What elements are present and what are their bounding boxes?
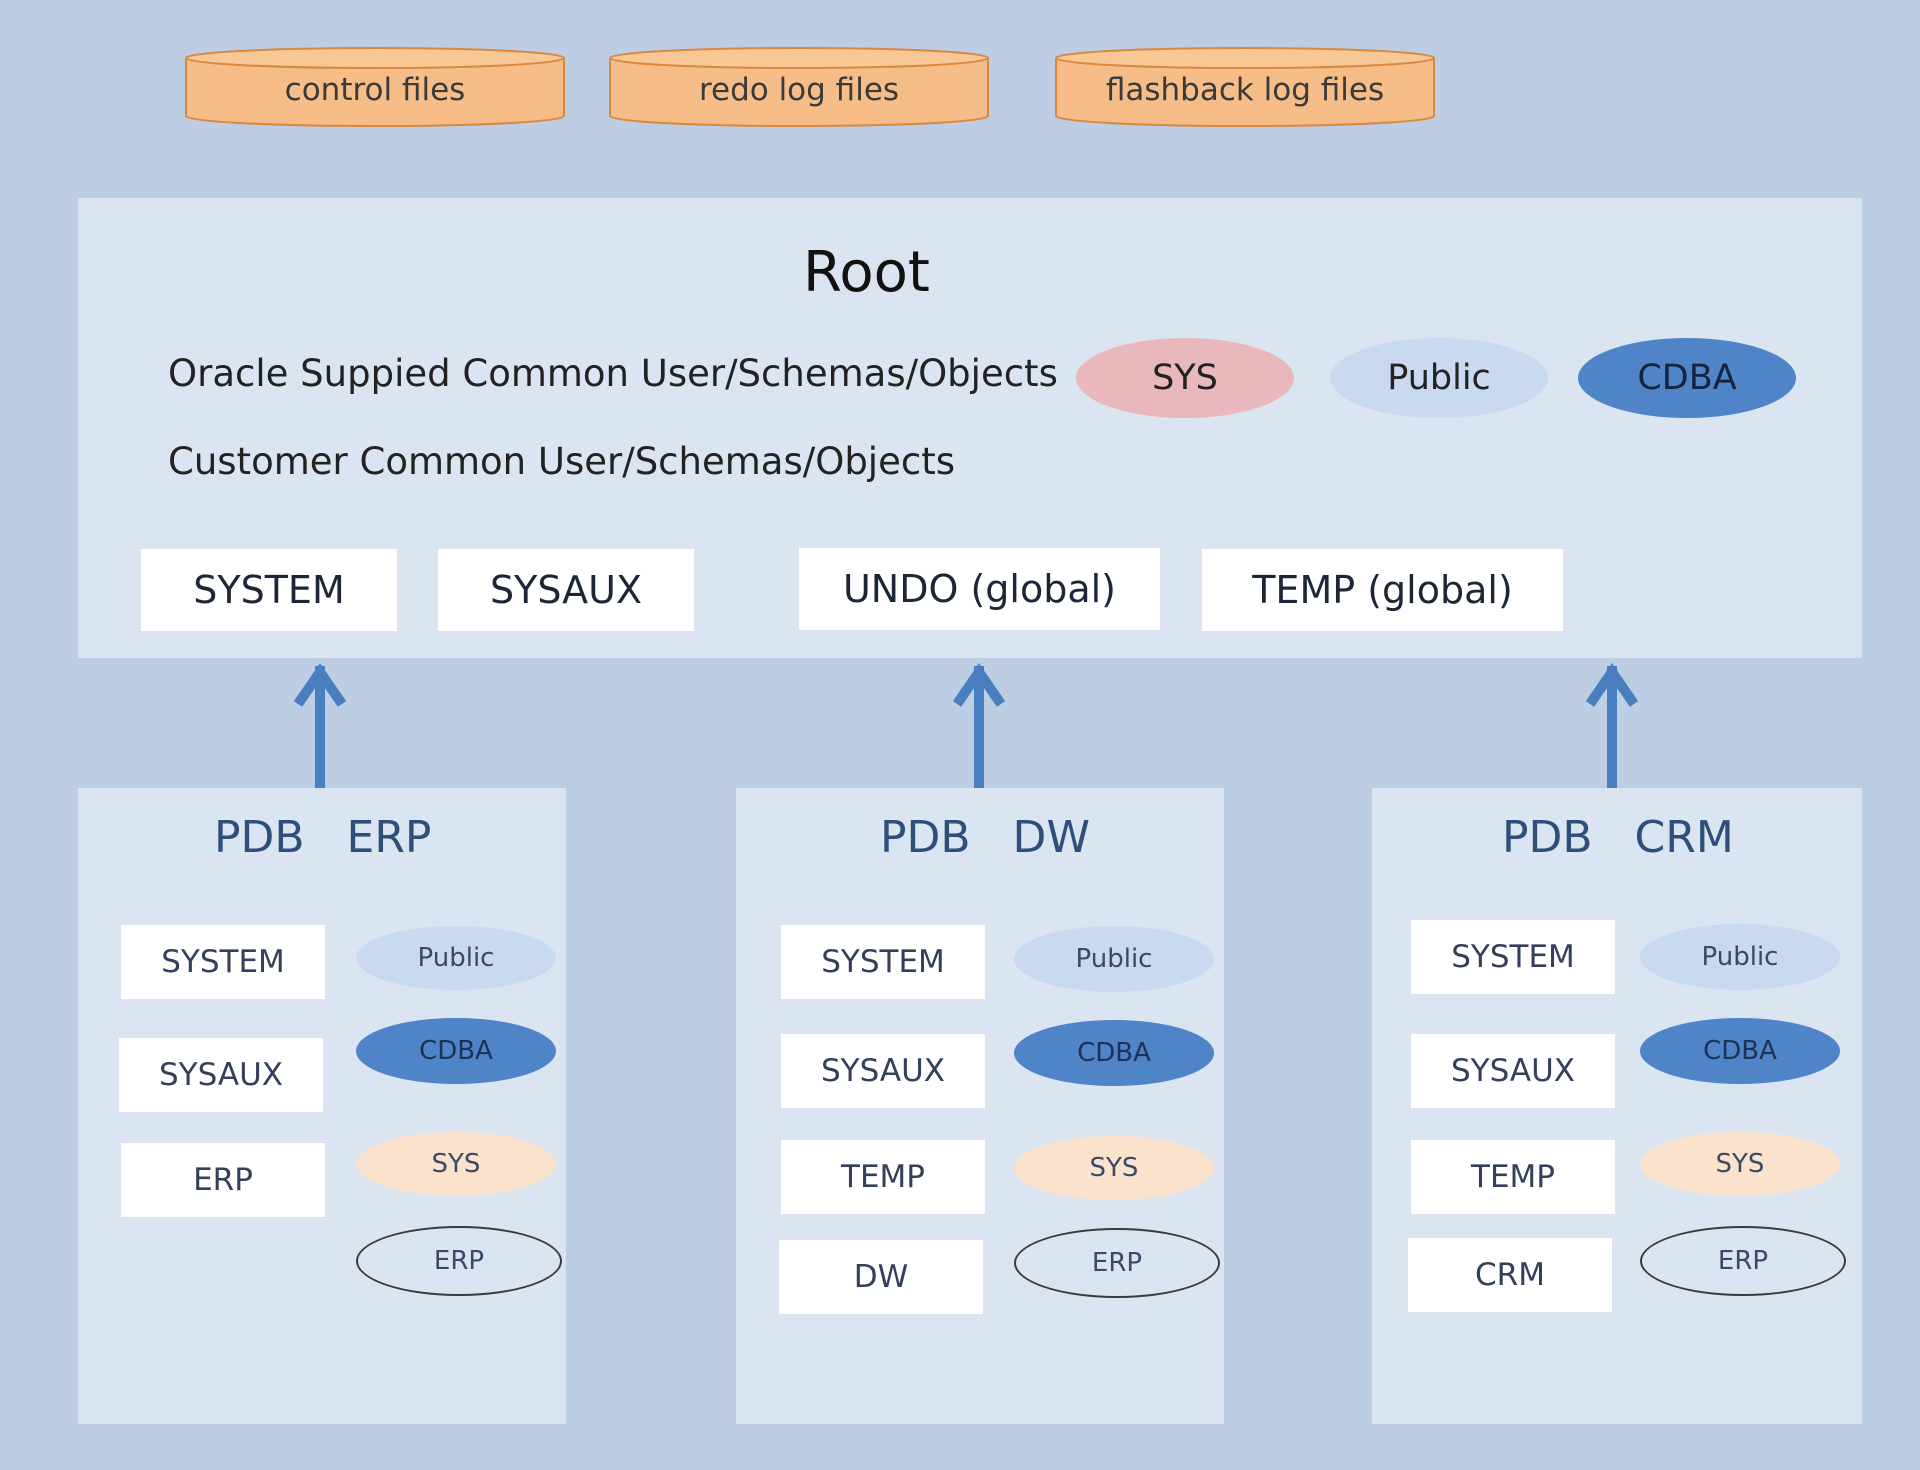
pdb-dw-user-public: Public [1014, 926, 1214, 992]
root-user-cdba: CDBA [1578, 338, 1796, 418]
pdb-erp-user-public: Public [356, 926, 556, 990]
pdb-crm-user-erp: ERP [1640, 1226, 1846, 1296]
pdb-dw-tablespace-system: SYSTEM [781, 925, 985, 999]
root-tablespace-temp: TEMP (global) [1202, 549, 1563, 631]
pdb-erp-title: PDB ERP [214, 812, 432, 863]
customer-common-line: Customer Common User/Schemas/Objects [168, 440, 955, 483]
root-user-sys: SYS [1076, 338, 1294, 418]
arrow-up-icon [1585, 663, 1639, 788]
redo-log-files-label: redo log files [698, 72, 900, 108]
pdb-dw-tablespace-dw: DW [779, 1240, 983, 1314]
pdb-crm-tablespace-crm: CRM [1408, 1238, 1612, 1312]
pdb-crm-tablespace-system: SYSTEM [1411, 920, 1615, 994]
pdb-erp-user-cdba: CDBA [356, 1018, 556, 1084]
pdb-dw-user-cdba: CDBA [1014, 1020, 1214, 1086]
cylinder-icon [1055, 47, 1435, 127]
pdb-dw-user-erp: ERP [1014, 1228, 1220, 1298]
control-files-label: control files [284, 72, 466, 108]
flashback-log-files-cylinder: flashback log files [1054, 46, 1436, 128]
pdb-dw-user-sys: SYS [1014, 1136, 1214, 1200]
pdb-dw-tablespace-temp: TEMP [781, 1140, 985, 1214]
arrow-up-icon [293, 663, 347, 788]
pdb-crm-tablespace-temp: TEMP [1411, 1140, 1615, 1214]
pdb-crm-tablespace-sysaux: SYSAUX [1411, 1034, 1615, 1108]
root-tablespace-undo: UNDO (global) [799, 548, 1160, 630]
root-title: Root [803, 240, 930, 305]
pdb-erp-tablespace-sysaux: SYSAUX [119, 1038, 323, 1112]
control-files-cylinder: control files [184, 46, 566, 128]
pdb-erp-user-sys: SYS [356, 1132, 556, 1196]
pdb-erp-user-erp: ERP [356, 1226, 562, 1296]
root-tablespace-system: SYSTEM [141, 549, 397, 631]
pdb-crm-user-cdba: CDBA [1640, 1018, 1840, 1084]
pdb-erp-tablespace-erp: ERP [121, 1143, 325, 1217]
pdb-erp-tablespace-system: SYSTEM [121, 925, 325, 999]
pdb-crm-user-public: Public [1640, 924, 1840, 990]
flashback-log-files-label: flashback log files [1105, 72, 1385, 108]
root-user-public: Public [1330, 338, 1548, 418]
pdb-crm-title: PDB CRM [1502, 812, 1734, 863]
redo-log-files-cylinder: redo log files [608, 46, 990, 128]
pdb-crm-user-sys: SYS [1640, 1132, 1840, 1196]
root-tablespace-sysaux: SYSAUX [438, 549, 694, 631]
cylinder-icon [609, 47, 989, 127]
pdb-dw-title: PDB DW [880, 812, 1090, 863]
pdb-dw-tablespace-sysaux: SYSAUX [781, 1034, 985, 1108]
cylinder-icon [185, 47, 565, 127]
arrow-up-icon [952, 663, 1006, 788]
oracle-supplied-line: Oracle Suppied Common User/Schemas/Objec… [168, 352, 1058, 395]
